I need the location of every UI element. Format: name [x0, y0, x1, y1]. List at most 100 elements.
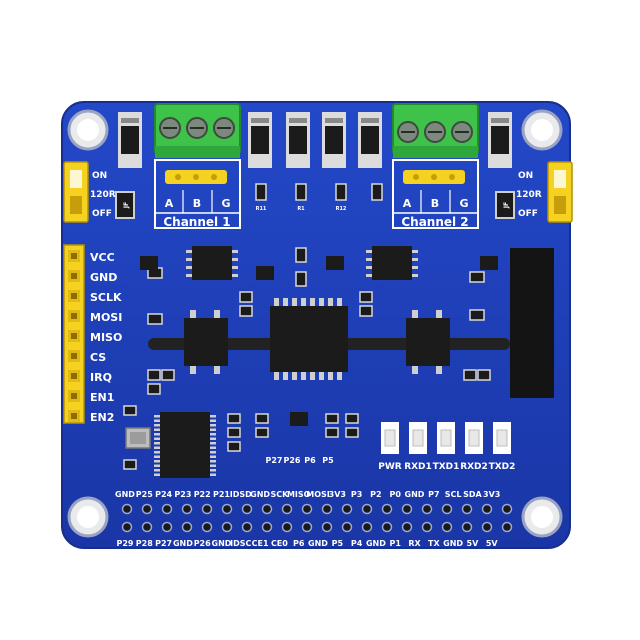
gpio-bottom-13: GND: [366, 539, 386, 548]
gpio-top-9: MISO: [287, 490, 311, 499]
led-row: [381, 422, 511, 454]
side-label-1: GND: [90, 271, 117, 284]
gpio-bottom-8: CE0: [271, 539, 288, 548]
r-mark-3: R12: [336, 206, 347, 212]
isolator-2: [406, 310, 450, 374]
gpio-bottom-4: P26: [194, 539, 211, 548]
gpio-bottom-17: GND: [443, 539, 463, 548]
gpio-top-14: P0: [389, 490, 401, 499]
jf-label-left: JF: [123, 202, 130, 209]
terminal-block-1[interactable]: [154, 103, 241, 158]
gpio-top-6: IDSD: [230, 490, 252, 499]
side-label-6: IRQ: [90, 371, 112, 384]
gpio-top-11: 3V3: [329, 490, 346, 499]
black-header-socket: [510, 248, 554, 398]
led-4: [465, 422, 483, 454]
side-label-3: MOSI: [90, 311, 122, 324]
jf-fuses: [115, 191, 515, 219]
switch-120r-left[interactable]: [63, 161, 89, 223]
side-label-4: MISO: [90, 331, 122, 344]
channel2-outline: [392, 159, 479, 229]
gpio-top-10: MOSI: [306, 490, 330, 499]
led-label-2: TXD1: [433, 462, 460, 472]
led-3: [437, 422, 455, 454]
switch-120r-right[interactable]: [547, 161, 573, 223]
led-label-4: TXD2: [489, 462, 516, 472]
term1-a: A: [165, 197, 174, 210]
transceiver-ic-1: [186, 246, 238, 280]
gpio-top-15: GND: [405, 490, 425, 499]
gpio-bottom-1: P28: [136, 539, 153, 548]
gpio-top-19: 3V3: [483, 490, 500, 499]
gpio-top-1: P25: [136, 490, 153, 499]
gpio-top-17: SCL: [445, 490, 462, 499]
gpio-top-2: P24: [155, 490, 172, 499]
gpio-bottom-15: RX: [408, 539, 421, 548]
term2-g: G: [459, 197, 468, 210]
small-pin-label-2: P6: [304, 456, 316, 465]
switch-left-120r: 120R: [90, 190, 116, 200]
r-mark-1: R11: [256, 206, 267, 212]
tvs-diodes: [118, 112, 512, 168]
transistors: [140, 256, 498, 426]
gpio-bottom-19: 5V: [486, 539, 499, 548]
gpio-bottom-14: P1: [389, 539, 401, 548]
jf-label-right: JF: [503, 202, 510, 209]
switch-right-on: ON: [518, 171, 533, 181]
passive-components: [123, 183, 491, 470]
term1-b: B: [193, 197, 201, 210]
switch-right-off: OFF: [518, 209, 538, 219]
side-label-5: CS: [90, 351, 106, 364]
gpio-bottom-11: P5: [332, 539, 344, 548]
channel2-label: Channel 2: [401, 215, 468, 229]
gpio-top-8: SCK: [270, 490, 289, 499]
led-2: [409, 422, 427, 454]
gpio-top-7: GND: [250, 490, 270, 499]
small-pin-label-3: P5: [322, 456, 334, 465]
side-label-8: EN2: [90, 411, 114, 424]
gpio-top-0: GND: [115, 490, 135, 499]
gpio-top-5: P21: [213, 490, 230, 499]
isolator-1: [184, 310, 228, 374]
transceiver-ic-2: [366, 246, 418, 280]
switch-left-on: ON: [92, 171, 107, 181]
gpio-top-12: P3: [351, 490, 362, 499]
side-label-7: EN1: [90, 391, 114, 404]
gpio-top-13: P2: [370, 490, 381, 499]
side-label-0: VCC: [90, 251, 115, 264]
gpio-top-16: P7: [428, 490, 439, 499]
mounting-holes: [67, 109, 563, 538]
gpio-bottom-7: CE1: [252, 539, 269, 548]
gpio-header[interactable]: [121, 503, 513, 533]
side-label-2: SCLK: [90, 291, 122, 304]
gpio-top-18: SDA: [463, 490, 482, 499]
main-ic: [270, 298, 348, 380]
led-label-1: RXD1: [404, 462, 432, 472]
led-label-0: PWR: [378, 462, 402, 472]
gpio-bottom-5: GND: [212, 539, 232, 548]
terminal-block-2[interactable]: [392, 103, 479, 158]
led-1: [381, 422, 399, 454]
gpio-bottom-2: P27: [155, 539, 172, 548]
gpio-bottom-0: P29: [117, 539, 134, 548]
r-mark-2: R1: [297, 206, 305, 212]
gpio-bottom-3: GND: [173, 539, 193, 548]
led-5: [493, 422, 511, 454]
tssop-ic: [154, 412, 216, 478]
channel1-outline: [154, 159, 241, 229]
channel1-label: Channel 1: [163, 215, 230, 229]
gpio-top-4: P22: [194, 490, 211, 499]
term2-a: A: [403, 197, 412, 210]
side-header[interactable]: [63, 244, 85, 424]
led-label-3: RXD2: [460, 462, 488, 472]
gpio-bottom-6: IDSC: [230, 539, 251, 548]
gpio-bottom-16: TX: [428, 539, 440, 548]
gpio-bottom-9: P6: [293, 539, 305, 548]
term1-g: G: [221, 197, 230, 210]
gpio-bottom-18: 5V: [467, 539, 480, 548]
